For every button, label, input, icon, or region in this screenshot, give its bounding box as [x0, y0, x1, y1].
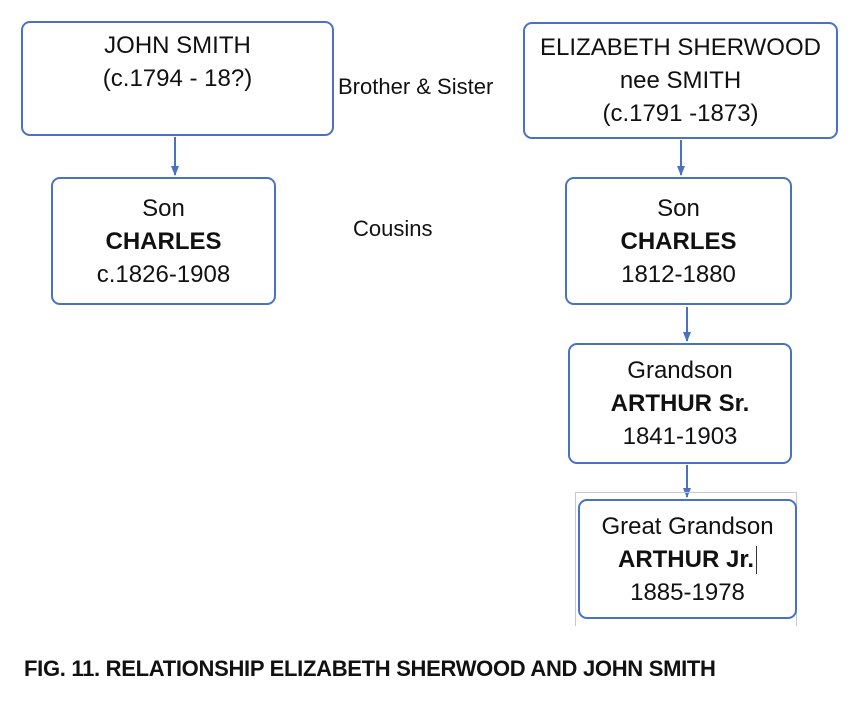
cousins-label: Cousins — [353, 216, 433, 241]
charles-elizabeth-dates: 1812-1880 — [621, 260, 736, 288]
figure-caption: FIG. 11. RELATIONSHIP ELIZABETH SHERWOOD… — [24, 656, 716, 681]
arthur-jr-name-row[interactable]: ARTHUR Jr. — [617, 543, 758, 576]
charles-john-dates: c.1826-1908 — [96, 260, 231, 288]
text-cursor — [756, 546, 758, 575]
arthur-sr-dates: 1841-1903 — [622, 423, 738, 450]
elizabeth-maiden-name: nee SMITH — [619, 67, 742, 94]
arthur-jr-box[interactable]: Great Grandson ARTHUR Jr. 1885-1978 — [578, 499, 797, 619]
charles-elizabeth-relation: Son — [657, 194, 700, 222]
siblings-label: Brother & Sister — [338, 74, 494, 99]
charles-elizabeth-name: CHARLES — [620, 227, 737, 255]
charles-son-of-john-box: Son CHARLES c.1826-1908 — [51, 177, 276, 305]
arthur-sr-relation: Grandson — [627, 357, 733, 384]
charles-john-relation: Son — [142, 194, 185, 222]
elizabeth-sherwood-box: ELIZABETH SHERWOOD nee SMITH (c.1791 -18… — [523, 22, 838, 139]
elizabeth-sherwood-dates: (c.1791 -1873) — [602, 100, 759, 127]
john-smith-box: JOHN SMITH (c.1794 - 18?) — [21, 21, 334, 136]
arthur-jr-relation: Great Grandson — [601, 512, 774, 540]
elizabeth-sherwood-name: ELIZABETH SHERWOOD — [540, 34, 821, 61]
arthur-jr-name: ARTHUR Jr. — [617, 545, 755, 573]
john-smith-name: JOHN SMITH — [104, 32, 251, 59]
arthur-jr-dates: 1885-1978 — [630, 578, 745, 606]
charles-son-of-elizabeth-box: Son CHARLES 1812-1880 — [565, 177, 792, 305]
charles-john-name: CHARLES — [105, 227, 222, 255]
arthur-sr-name: ARTHUR Sr. — [610, 390, 750, 417]
john-smith-dates: (c.1794 - 18?) — [102, 65, 253, 92]
arthur-sr-box: Grandson ARTHUR Sr. 1841-1903 — [568, 343, 792, 464]
